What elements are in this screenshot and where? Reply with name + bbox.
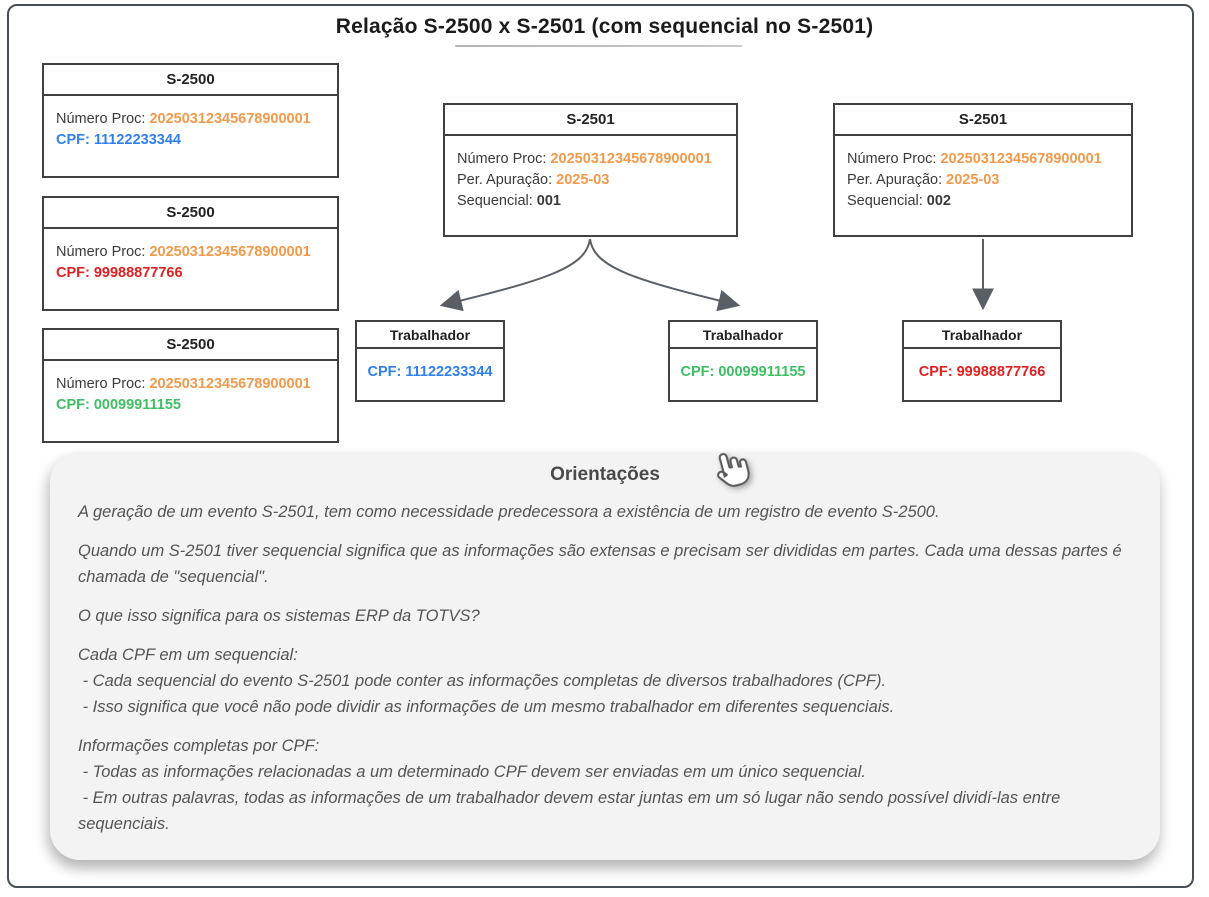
cpf-label: CPF: [56, 265, 90, 281]
cpf-line: CPF:99988877766 [56, 263, 325, 284]
orientacoes-paragraph-1: A geração de um evento S-2501, tem como … [78, 503, 940, 521]
trabalhador-box-3-title: Trabalhador [904, 322, 1060, 349]
s2500-box-1-body: Número Proc:20250312345678900001 CPF:111… [44, 96, 337, 151]
numero-proc-value: 20250312345678900001 [149, 376, 311, 392]
s2500-box-2-body: Número Proc:20250312345678900001 CPF:999… [44, 229, 337, 284]
cpf-label: CPF: [56, 132, 90, 148]
orientacoes-paragraph-3: O que isso significa para os sistemas ER… [78, 607, 480, 625]
sequencial-label: Sequencial: [457, 193, 533, 209]
cpf-label: CPF: [680, 364, 715, 380]
orientacoes-text: A geração de um evento S-2501, tem como … [78, 499, 1134, 850]
cpf-value: 99988877766 [93, 265, 183, 281]
cpf-value: 99988877766 [956, 364, 1046, 380]
orientacoes-paragraph-2: Quando um S-2501 tiver sequencial signif… [78, 542, 1122, 586]
cpf-label: CPF: [918, 364, 953, 380]
page-title: Relação S-2500 x S-2501 (com sequencial … [335, 15, 874, 38]
orientacoes-paragraph-5: Informações completas por CPF: - Todas a… [78, 737, 1061, 833]
numero-proc-line: Número Proc:20250312345678900001 [847, 149, 1119, 170]
numero-proc-label: Número Proc: [56, 376, 146, 392]
numero-proc-value: 20250312345678900001 [149, 111, 311, 127]
sequencial-line: Sequencial:001 [457, 191, 724, 212]
s2500-box-1-title: S-2500 [44, 65, 337, 96]
orientacoes-panel: Orientações A geração de um evento S-250… [50, 452, 1160, 860]
numero-proc-value: 20250312345678900001 [550, 151, 712, 167]
s2501-box-1-title: S-2501 [445, 105, 736, 136]
numero-proc-label: Número Proc: [457, 151, 547, 167]
numero-proc-value: 20250312345678900001 [149, 244, 311, 260]
s2500-box-3: S-2500 Número Proc:20250312345678900001 … [42, 328, 339, 443]
sequencial-label: Sequencial: [847, 193, 923, 209]
orientacoes-heading: Orientações [550, 464, 660, 485]
cpf-value: 00099911155 [93, 397, 181, 413]
s2501-box-1: S-2501 Número Proc:20250312345678900001 … [443, 103, 738, 237]
sequencial-line: Sequencial:002 [847, 191, 1119, 212]
cpf-line: CPF:11122233344 [56, 130, 325, 151]
trabalhador-box-1: Trabalhador CPF:11122233344 [355, 320, 505, 402]
sequencial-value: 002 [926, 193, 951, 209]
periodo-label: Per. Apuração: [847, 172, 943, 188]
cpf-value: 11122233344 [405, 364, 493, 380]
s2500-box-3-body: Número Proc:20250312345678900001 CPF:000… [44, 361, 337, 416]
trabalhador-box-2: Trabalhador CPF:00099911155 [668, 320, 818, 402]
periodo-value: 2025-03 [946, 172, 1000, 188]
sequencial-value: 001 [536, 193, 561, 209]
cpf-line: CPF:00099911155 [670, 349, 816, 383]
numero-proc-label: Número Proc: [56, 244, 146, 260]
s2501-box-2-body: Número Proc:20250312345678900001 Per. Ap… [835, 136, 1131, 212]
s2500-box-2-title: S-2500 [44, 198, 337, 229]
s2500-box-1: S-2500 Número Proc:20250312345678900001 … [42, 63, 339, 178]
numero-proc-line: Número Proc:20250312345678900001 [457, 149, 724, 170]
numero-proc-label: Número Proc: [847, 151, 937, 167]
cpf-line: CPF:11122233344 [357, 349, 503, 383]
numero-proc-line: Número Proc:20250312345678900001 [56, 242, 325, 263]
numero-proc-line: Número Proc:20250312345678900001 [56, 374, 325, 395]
s2501-box-2-title: S-2501 [835, 105, 1131, 136]
cpf-line: CPF:00099911155 [56, 395, 325, 416]
s2500-box-2: S-2500 Número Proc:20250312345678900001 … [42, 196, 339, 311]
trabalhador-box-2-title: Trabalhador [670, 322, 816, 349]
numero-proc-line: Número Proc:20250312345678900001 [56, 109, 325, 130]
periodo-label: Per. Apuração: [457, 172, 553, 188]
s2500-box-3-title: S-2500 [44, 330, 337, 361]
cpf-label: CPF: [367, 364, 402, 380]
numero-proc-value: 20250312345678900001 [940, 151, 1102, 167]
trabalhador-box-1-title: Trabalhador [357, 322, 503, 349]
orientacoes-paragraph-4: Cada CPF em um sequencial: - Cada sequen… [78, 646, 895, 716]
hand-pointer-icon [717, 452, 750, 487]
numero-proc-label: Número Proc: [56, 111, 146, 127]
s2501-box-2: S-2501 Número Proc:20250312345678900001 … [833, 103, 1133, 237]
title-underline [455, 45, 742, 47]
periodo-line: Per. Apuração:2025-03 [847, 170, 1119, 191]
cpf-line: CPF:99988877766 [904, 349, 1060, 383]
trabalhador-box-3: Trabalhador CPF:99988877766 [902, 320, 1062, 402]
s2501-box-1-body: Número Proc:20250312345678900001 Per. Ap… [445, 136, 736, 212]
periodo-line: Per. Apuração:2025-03 [457, 170, 724, 191]
cpf-label: CPF: [56, 397, 90, 413]
periodo-value: 2025-03 [556, 172, 610, 188]
cpf-value: 00099911155 [718, 364, 806, 380]
cpf-value: 11122233344 [93, 132, 181, 148]
